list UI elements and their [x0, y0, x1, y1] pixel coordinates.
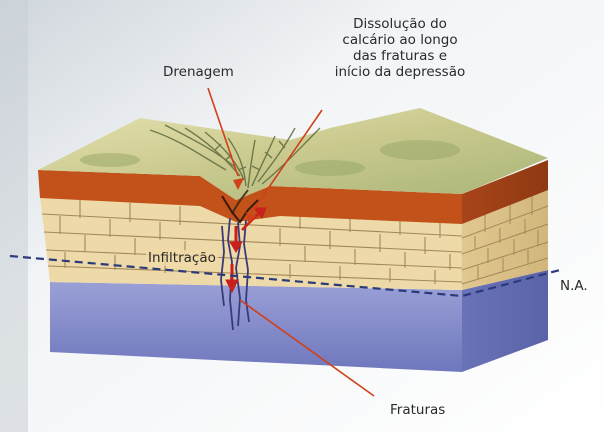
label-dissolucao: Dissolução do calcário ao longo das frat…	[300, 16, 500, 80]
label-fraturas: Fraturas	[390, 402, 445, 418]
label-dissolucao-line-4: início da depressão	[300, 64, 500, 80]
label-dissolucao-line-3: das fraturas e	[300, 48, 500, 64]
label-dissolucao-line-1: Dissolução do	[300, 16, 500, 32]
label-infiltracao: Infiltração	[146, 250, 218, 266]
label-dissolucao-line-2: calcário ao longo	[300, 32, 500, 48]
background-left-strip	[0, 0, 28, 432]
label-na-water-table: N.A.	[560, 278, 588, 294]
label-drenagem: Drenagem	[163, 64, 234, 80]
